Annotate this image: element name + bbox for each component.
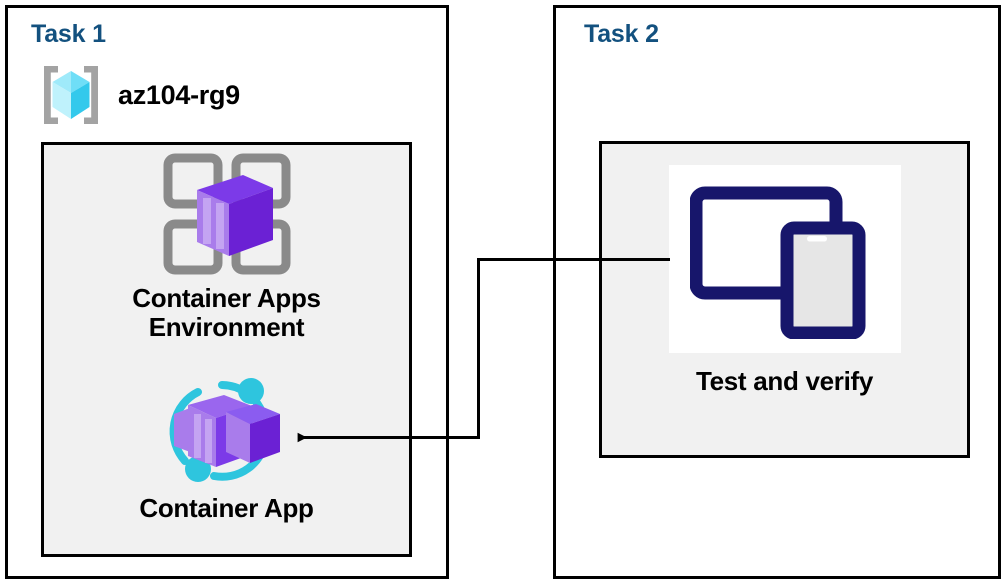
task1-title: Task 1 [31,20,106,48]
resource-group-name: az104-rg9 [118,79,240,110]
container-apps-environment-label-line-1: Container Apps [132,283,321,313]
container-app-label: Container App [139,493,314,523]
container-app-block: Container App [41,368,412,523]
container-app-icon [152,368,302,490]
test-and-verify-label-line-1: Test and verify [695,366,874,396]
container-apps-environment-block: Container Apps Environment [41,150,412,342]
resource-group-icon [36,60,106,130]
container-app-label-line-1: Container App [139,493,314,523]
test-and-verify-block: Test and verify [599,165,970,396]
resource-group-row: az104-rg9 [36,60,336,130]
test-and-verify-icon-plate [668,165,901,353]
test-and-verify-label: Test and verify [695,366,874,396]
devices-tablet-phone-icon [689,179,880,340]
task2-title: Task 2 [584,20,659,48]
container-apps-environment-label-line-2: Environment [148,312,305,343]
container-apps-environment-icon [160,150,294,278]
container-apps-environment-label: Container Apps Environment [132,283,321,343]
